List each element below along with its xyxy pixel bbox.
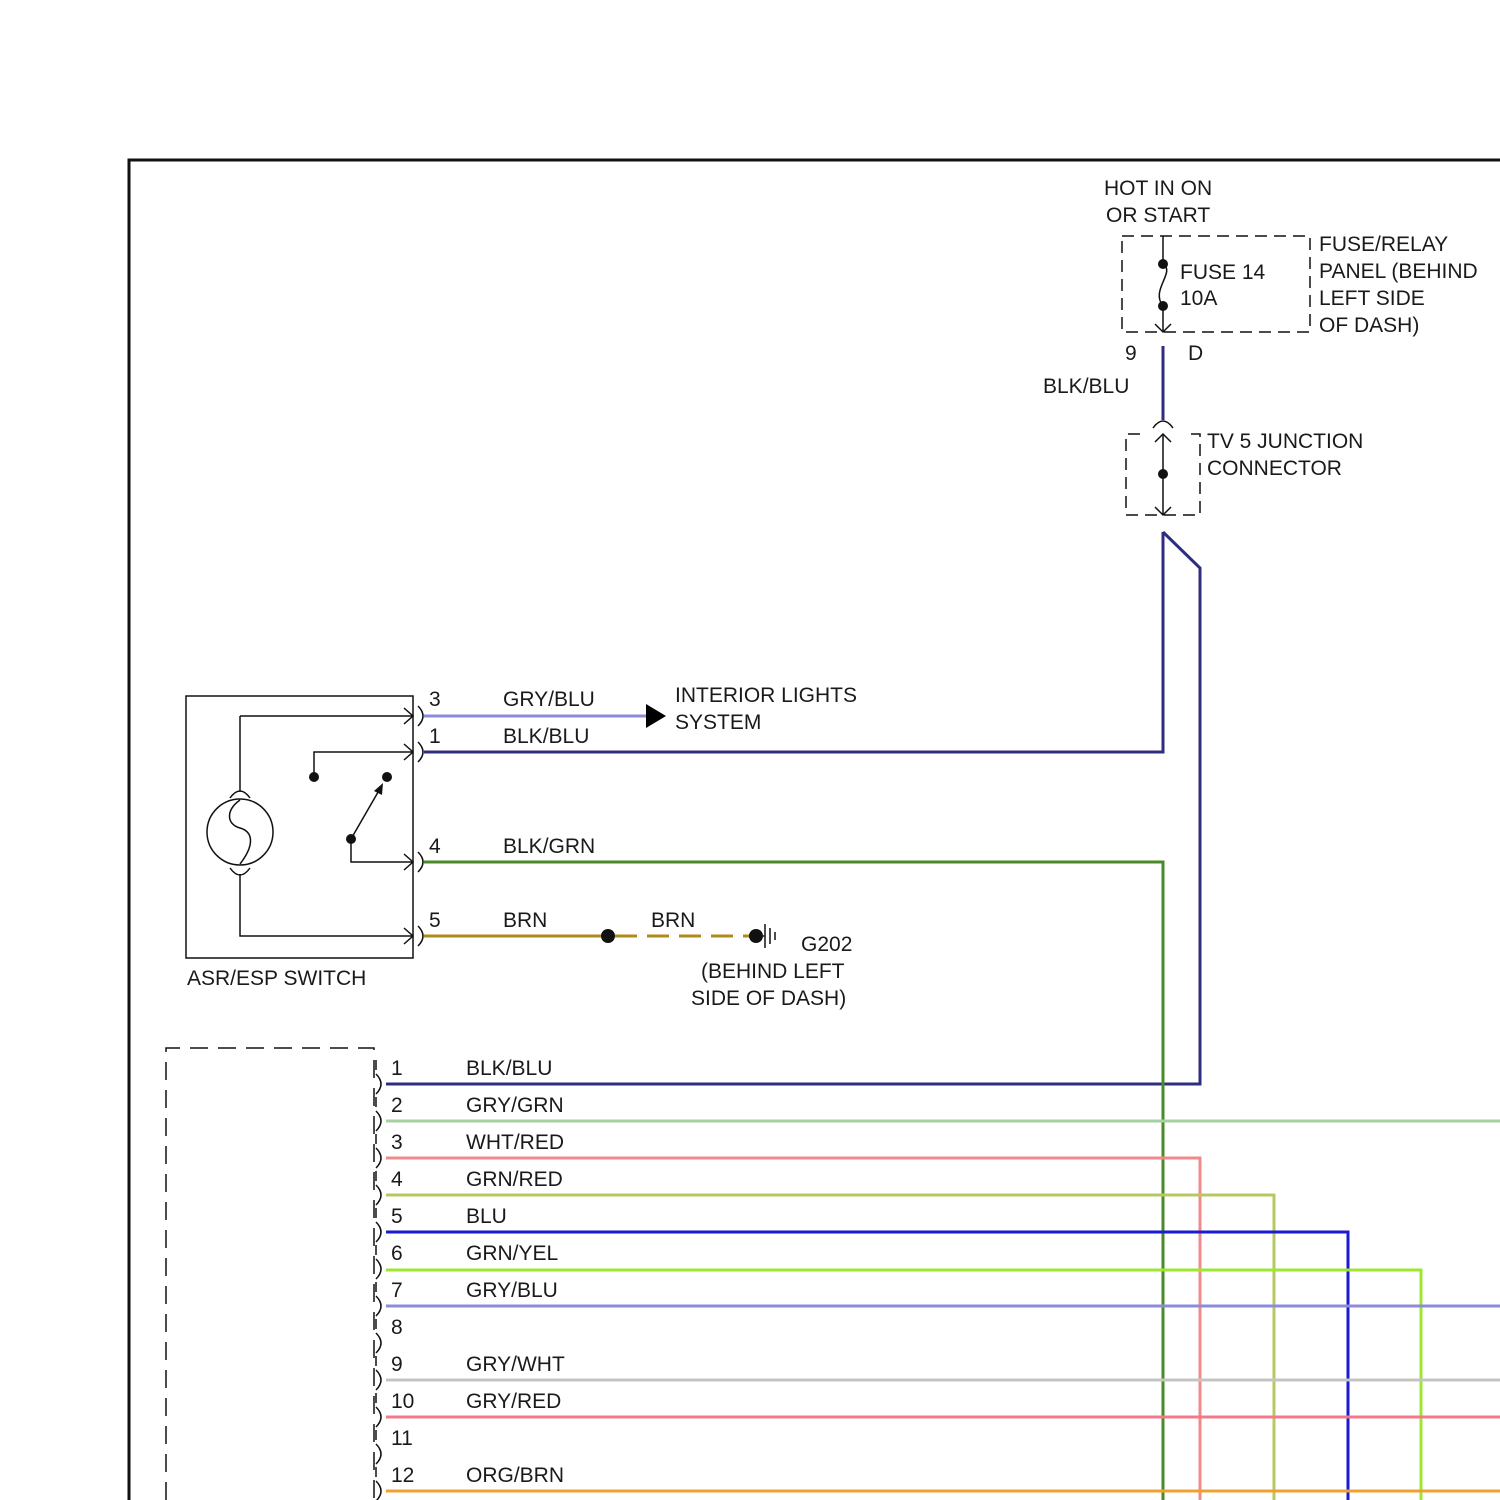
wire-wht-red [386,1158,1200,1500]
fixed-contact-dot [309,772,319,782]
control-module-outline [166,1048,374,1500]
connector-pin-number: 10 [391,1390,414,1413]
wire-grn-red [386,1195,1274,1500]
lamp-filament-icon [230,800,251,864]
connector-pin-number: 8 [391,1316,403,1339]
connector-wire-color: ORG/BRN [466,1464,564,1487]
connector-pin-bracket [376,1208,381,1242]
pin-d-label: D [1188,342,1203,365]
junction-splice-dot [1158,469,1168,479]
connector-pin-bracket [376,1060,381,1094]
connector-wire-color: GRY/WHT [466,1353,565,1376]
connector-pin-bracket [376,1134,381,1168]
switch-connector-pin5 [418,926,423,946]
diagram-frame [129,160,1500,1500]
connector-pin-number: 11 [391,1427,413,1450]
connector-wire-color: BLK/BLU [466,1057,552,1080]
switch-pin-3: 3 [429,688,441,711]
switch-pin-5: 5 [429,909,441,932]
switch-wire-gry-blu: GRY/BLU [503,688,595,711]
pin-9-label: 9 [1125,342,1137,365]
connector-wire-color: GRN/YEL [466,1242,558,1265]
contact-to-pin1 [314,752,413,776]
switch-pin-4: 4 [429,835,441,858]
connector-pin-bracket [376,1393,381,1427]
connector-pin-bracket [376,1319,381,1353]
connector-wire-color: GRN/RED [466,1168,563,1191]
ground-point-dot [749,929,763,943]
hot-label-line2: OR START [1106,204,1210,227]
ground-location-line1: (BEHIND LEFT [701,960,845,983]
brn-ground-wire-label: BRN [651,909,695,932]
asr-esp-switch-box [186,696,413,958]
junction-label-line1: TV 5 JUNCTION [1207,430,1363,453]
switch-connector-pin3 [418,706,423,726]
hot-label-line1: HOT IN ON [1104,177,1212,200]
connector-wire-color: GRY/GRN [466,1094,564,1117]
connector-pin-number: 1 [391,1057,403,1080]
connector-pin-bracket [376,1356,381,1390]
brn-splice-dot [601,929,615,943]
switch-wire-brn: BRN [503,909,547,932]
interior-lights-label-line1: INTERIOR LIGHTS [675,684,857,707]
connector-pin-number: 4 [391,1168,403,1191]
connector-pin-bracket [376,1245,381,1279]
connector-pin-number: 9 [391,1353,403,1376]
fuse-element-icon [1159,264,1167,306]
panel-label-line2: PANEL (BEHIND [1319,260,1478,283]
interior-lights-arrow-icon [646,704,666,728]
lamp-top-lead [230,716,250,798]
connector-pin-number: 3 [391,1131,403,1154]
connector-pin-bracket [376,1467,381,1500]
connector-pin-number: 6 [391,1242,403,1265]
fixed-contact-dot-2 [382,772,392,782]
junction-top-icon [1153,421,1173,428]
wire-blk-blu-to-switch [424,532,1163,752]
connector-pin-bracket [376,1430,381,1464]
interior-lights-label-line2: SYSTEM [675,711,761,734]
switch-blade [351,787,381,839]
switch-blade-arrow-icon [374,783,383,795]
connector-pin-bracket [376,1097,381,1131]
connector-wire-color: BLU [466,1205,507,1228]
connector-pins: 1 BLK/BLU 2 GRY/GRN 3 WHT/RED 4 GRN/RED 5 BLU 6 GRN… [376,1057,565,1500]
connector-pin-number: 2 [391,1094,403,1117]
switch-connector-pin1 [418,742,423,762]
connector-wire-color: GRY/RED [466,1390,561,1413]
switch-pin-1: 1 [429,725,441,748]
connector-wire-color: GRY/BLU [466,1279,558,1302]
fuse-label-line2: 10A [1180,287,1217,310]
connector-pin-bracket [376,1282,381,1316]
ground-icon [763,924,775,948]
switch-wire-blk-blu: BLK/BLU [503,725,589,748]
fuse-label-line1: FUSE 14 [1180,261,1266,284]
connector-pin-bracket [376,1171,381,1205]
connector-pin-number: 5 [391,1205,403,1228]
connector-pin-number: 7 [391,1279,403,1302]
asr-esp-switch-label: ASR/ESP SWITCH [187,967,366,990]
fuse-relay-panel [1122,236,1310,332]
ground-location-line2: SIDE OF DASH) [691,987,846,1010]
switch-connector-pin4 [418,852,423,872]
connector-pin-number: 12 [391,1464,414,1487]
indicator-lamp-icon [207,799,273,865]
panel-label-line3: LEFT SIDE [1319,287,1425,310]
panel-label-line4: OF DASH) [1319,314,1419,337]
panel-label-line1: FUSE/RELAY [1319,233,1448,256]
connector-wire-color: WHT/RED [466,1131,564,1154]
junction-label-line2: CONNECTOR [1207,457,1342,480]
ground-id-label: G202 [801,933,852,956]
switch-wire-blk-grn: BLK/GRN [503,835,595,858]
contact-to-pin4 [351,839,413,862]
blk-blu-riser-label: BLK/BLU [1043,375,1129,398]
lamp-bottom-lead [230,868,413,936]
